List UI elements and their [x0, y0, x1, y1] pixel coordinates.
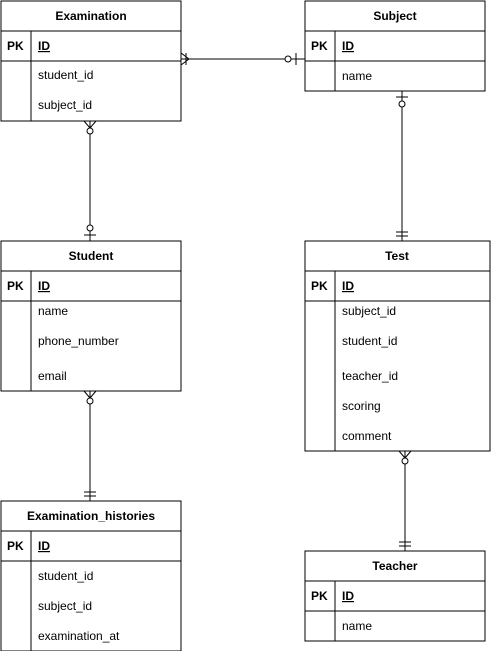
field-teacher-id: teacher_id	[342, 369, 398, 383]
entity-student-title: Student	[69, 249, 114, 263]
primary-key-label: PK	[7, 539, 24, 553]
relationship-test-teacher	[398, 450, 412, 551]
entity-teacher-title: Teacher	[372, 559, 417, 573]
primary-key-label: PK	[311, 589, 328, 603]
field-comment: comment	[342, 429, 392, 443]
entity-examination-title: Examination	[55, 9, 126, 23]
primary-key-field: ID	[342, 39, 354, 53]
entity-examination-histories-title: Examination_histories	[27, 509, 155, 523]
relationship-subject-test	[396, 91, 408, 241]
field-phone-number: phone_number	[38, 334, 119, 348]
field-subject-id: subject_id	[342, 304, 396, 318]
entity-teacher[interactable]: Teacher PK ID name	[304, 550, 486, 642]
field-subject-id: subject_id	[38, 98, 92, 112]
field-name: name	[342, 619, 372, 633]
primary-key-field: ID	[38, 279, 50, 293]
field-name: name	[38, 304, 68, 318]
primary-key-field: ID	[38, 539, 50, 553]
field-student-id: student_id	[342, 334, 397, 348]
entity-examination-histories[interactable]: Examination_histories PK ID student_id s…	[0, 500, 182, 651]
entity-student[interactable]: Student PK ID name phone_number email	[0, 240, 182, 392]
field-scoring: scoring	[342, 399, 381, 413]
primary-key-field: ID	[38, 39, 50, 53]
field-student-id: student_id	[38, 569, 93, 583]
field-examination-at: examination_at	[38, 629, 120, 643]
primary-key-label: PK	[7, 39, 24, 53]
entity-examination[interactable]: Examination PK ID student_id subject_id	[0, 0, 182, 122]
relationship-examination-subject	[180, 52, 305, 66]
field-subject-id: subject_id	[38, 599, 92, 613]
primary-key-label: PK	[311, 279, 328, 293]
entity-test[interactable]: Test PK ID subject_id student_id teacher…	[304, 240, 491, 452]
entity-test-title: Test	[385, 249, 409, 263]
field-name: name	[342, 69, 372, 83]
primary-key-field: ID	[342, 279, 354, 293]
primary-key-field: ID	[342, 589, 354, 603]
primary-key-label: PK	[7, 279, 24, 293]
primary-key-label: PK	[311, 39, 328, 53]
entity-subject-title: Subject	[373, 9, 416, 23]
entity-subject[interactable]: Subject PK ID name	[304, 0, 486, 92]
field-student-id: student_id	[38, 68, 93, 82]
field-email: email	[38, 369, 67, 383]
relationship-student-examination-histories	[83, 390, 97, 501]
relationship-examination-student	[83, 120, 97, 241]
